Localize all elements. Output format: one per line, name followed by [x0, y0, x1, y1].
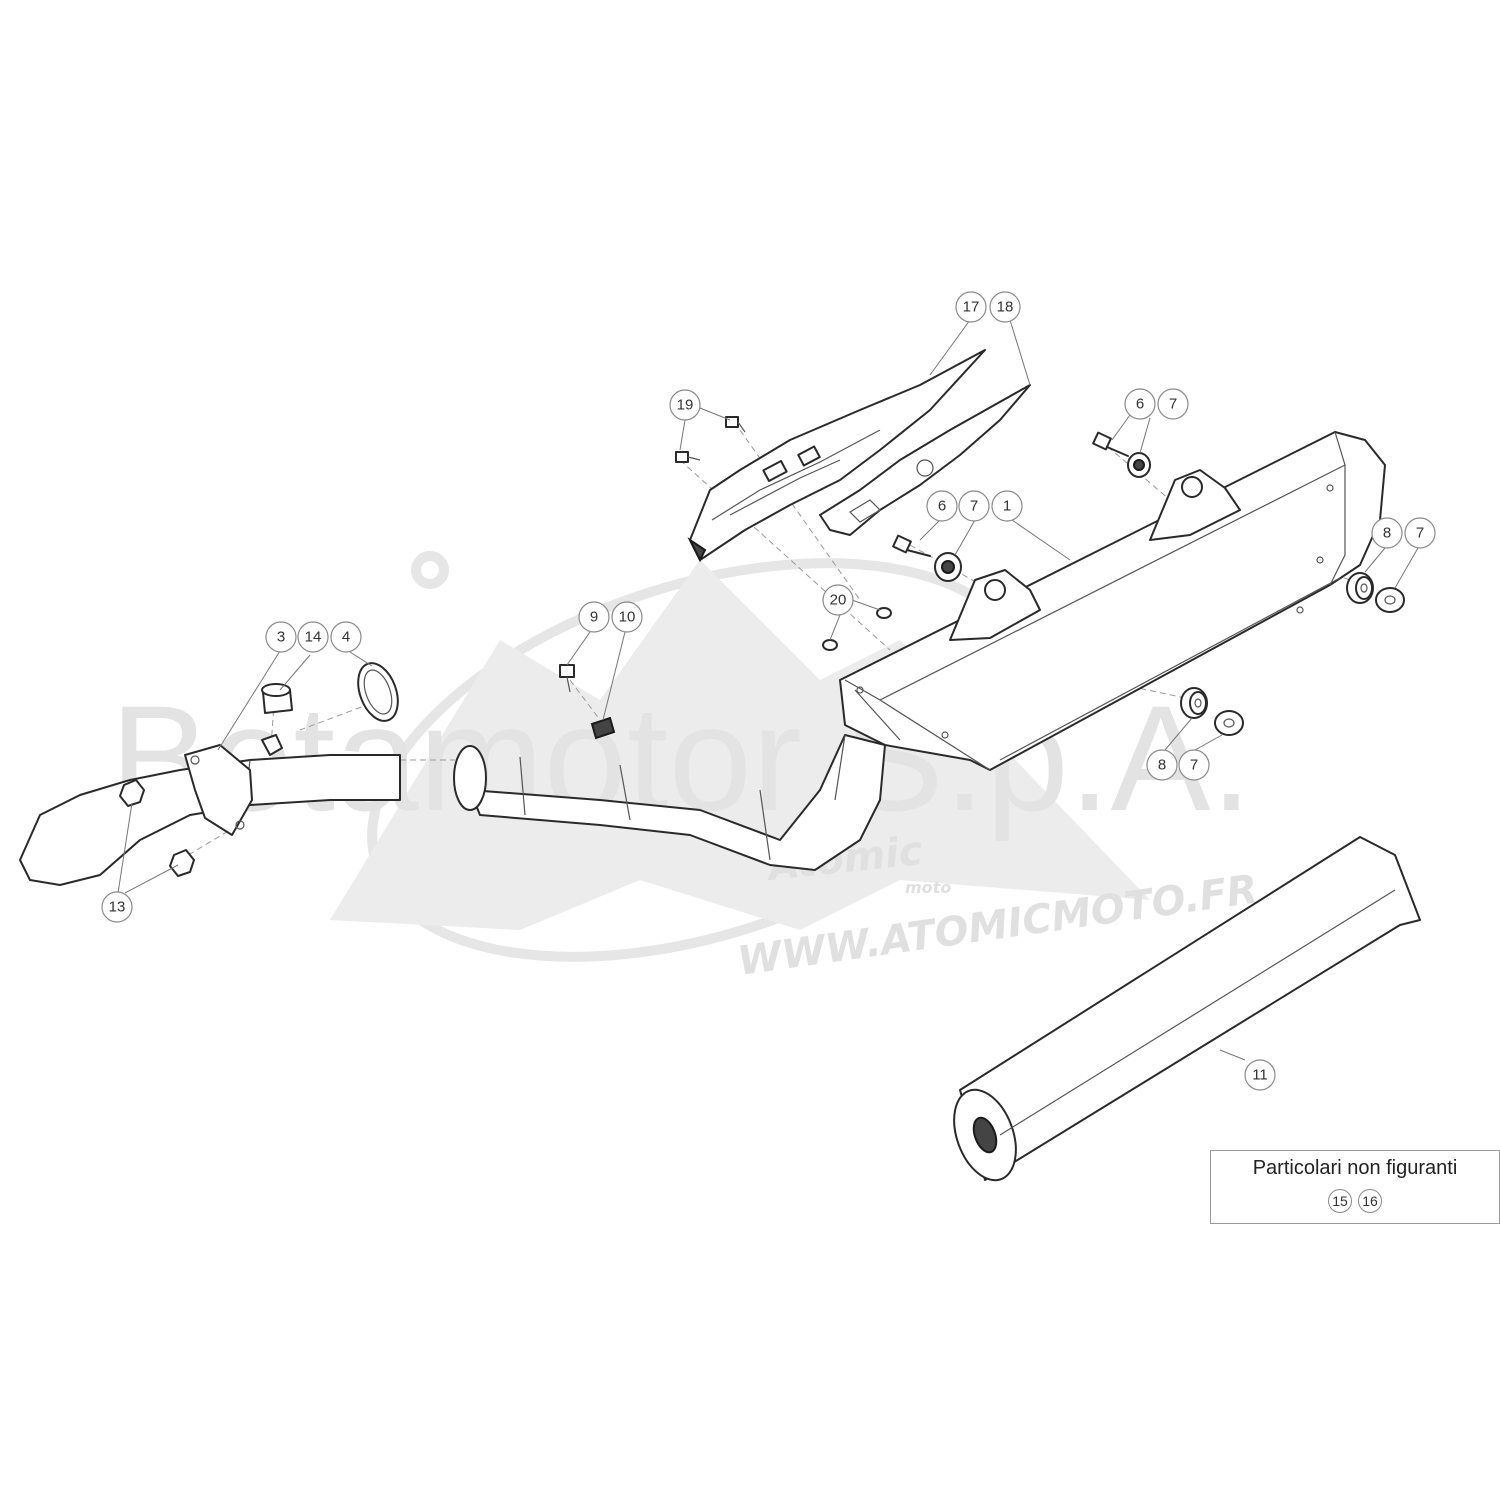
svg-text:19: 19 — [677, 397, 694, 414]
mid-pipe — [453, 734, 886, 871]
screw-19-a — [675, 451, 701, 463]
exhaust-gasket — [357, 662, 399, 722]
non-illustrated-parts-refs: 15 16 — [1211, 1189, 1499, 1213]
svg-text:7: 7 — [1190, 757, 1198, 774]
svg-text:8: 8 — [1383, 525, 1391, 542]
legend-ref-16: 16 — [1358, 1189, 1382, 1213]
callout-11: 11 — [1244, 1059, 1276, 1091]
non-illustrated-parts-box: Particolari non figuranti 15 16 — [1210, 1150, 1500, 1224]
callout-6-a: 6 — [1124, 388, 1156, 420]
svg-text:6: 6 — [1136, 396, 1144, 413]
silencer — [839, 431, 1386, 771]
callout-13: 13 — [101, 891, 133, 923]
heat-shield — [687, 349, 986, 563]
callouts: 17 18 19 6 7 6 7 1 8 7 20 9 10 3 14 4 8 … — [101, 291, 1436, 1091]
washer-7-c — [1375, 587, 1405, 613]
watermark-logo-sub-text: moto — [905, 878, 951, 897]
svg-text:3: 3 — [277, 629, 285, 646]
callout-10: 10 — [611, 601, 643, 633]
screw-19-b — [725, 416, 746, 433]
callout-6-b: 6 — [926, 490, 958, 522]
callout-20: 20 — [822, 584, 854, 616]
svg-text:4: 4 — [342, 629, 350, 646]
plug — [261, 683, 293, 714]
screws-19 — [675, 416, 746, 463]
svg-text:18: 18 — [997, 299, 1014, 316]
washers-20 — [822, 607, 892, 651]
washer-7-b — [934, 552, 962, 582]
grommet-8-b — [1180, 687, 1208, 719]
non-illustrated-parts-title: Particolari non figuranti — [1252, 1157, 1458, 1179]
silencer-packing — [953, 836, 1421, 1182]
svg-text:7: 7 — [1169, 396, 1177, 413]
watermark-logo-shape — [330, 560, 1150, 930]
callout-1: 1 — [991, 490, 1023, 522]
svg-text:17: 17 — [963, 299, 980, 316]
heat-shield-gasket — [819, 384, 1031, 536]
svg-text:7: 7 — [970, 498, 978, 515]
svg-text:10: 10 — [619, 609, 636, 626]
leader-lines — [117, 319, 1419, 1061]
legend-ref-15: 15 — [1328, 1189, 1352, 1213]
svg-text:1: 1 — [1003, 498, 1011, 515]
svg-text:6: 6 — [938, 498, 946, 515]
screw-6-a — [1092, 431, 1129, 457]
callout-8-a: 8 — [1371, 517, 1403, 549]
svg-text:13: 13 — [109, 899, 126, 916]
callout-8-b: 8 — [1146, 749, 1178, 781]
svg-text:14: 14 — [305, 629, 322, 646]
callout-18: 18 — [989, 291, 1021, 323]
callout-7-d: 7 — [1178, 749, 1210, 781]
svg-text:11: 11 — [1252, 1067, 1268, 1084]
grommet-8-a — [1346, 572, 1374, 604]
header-pipe — [19, 734, 401, 886]
svg-text:7: 7 — [1416, 525, 1424, 542]
washer-7-d — [1214, 710, 1244, 736]
callout-4: 4 — [330, 621, 362, 653]
callout-7-b: 7 — [958, 490, 990, 522]
callout-3: 3 — [265, 621, 297, 653]
callout-19: 19 — [669, 389, 701, 421]
callout-17: 17 — [955, 291, 987, 323]
svg-text:8: 8 — [1158, 757, 1166, 774]
watermark-orbit-dot — [411, 551, 449, 589]
callout-7-c: 7 — [1404, 517, 1436, 549]
callout-9: 9 — [578, 601, 610, 633]
svg-text:9: 9 — [590, 609, 598, 626]
nuts-13 — [119, 779, 195, 877]
clip-10 — [590, 716, 616, 740]
svg-text:20: 20 — [830, 592, 847, 609]
callout-7-a: 7 — [1157, 388, 1189, 420]
screw-6-b — [892, 534, 931, 557]
washer-7-a — [1127, 452, 1151, 478]
callout-14: 14 — [297, 621, 329, 653]
